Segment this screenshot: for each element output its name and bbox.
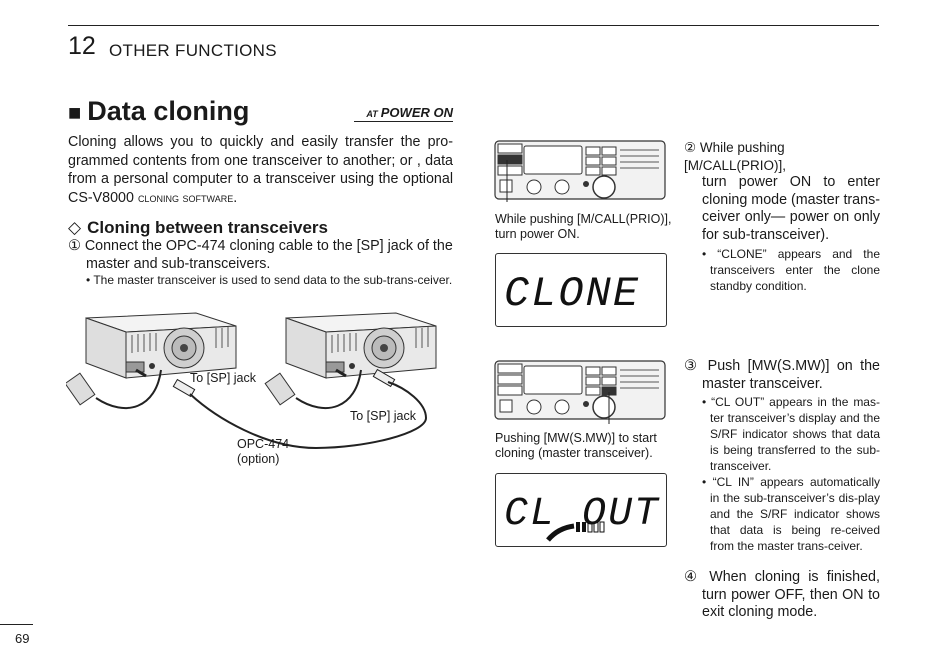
chapter-title: OTHER FUNCTIONS [109, 41, 277, 60]
figure1-caption-line2: turn power ON. [495, 227, 580, 241]
subsection-title: ◇ Cloning between transceivers [68, 218, 328, 238]
step2-bullet: “CLONE” appears and the transceivers ent… [710, 247, 880, 293]
sp-jack-label-1: To [SP] jack [190, 371, 256, 385]
section-title-text: Data cloning [87, 96, 250, 126]
step-3: ③ Push [MW(S.MW)] on the master transcei… [684, 358, 880, 553]
s-rf-indicator [546, 521, 605, 542]
transceiver-rear-2 [285, 312, 437, 379]
intro-software-name: cloning software [137, 189, 234, 205]
cable-option-label: (option) [237, 452, 280, 466]
svg-text:CL OUT: CL OUT [504, 492, 660, 537]
power-connector-2 [264, 372, 296, 406]
step3-bullet-2: “CL IN” appears automatically in the sub… [710, 475, 880, 553]
step4-text: When cloning is finished, turn power OFF… [702, 569, 880, 620]
step3-number: ③ [684, 358, 701, 374]
figure2-caption: Pushing [MW(S.MW)] to start cloning (mas… [495, 431, 657, 461]
opc-474-cable [172, 368, 428, 450]
badge-prefix: AT [366, 109, 378, 119]
clone-lcd-text: CLONE [504, 270, 640, 318]
step2-text: turn power ON to enter cloning mode (mas… [702, 174, 880, 243]
svg-text:CLONE: CLONE [504, 270, 640, 318]
intro-text: Cloning allows you to quickly and easily… [68, 134, 453, 206]
header-rule [68, 25, 879, 26]
step2-number: ② [684, 140, 697, 155]
chapter-number: 12 [68, 32, 96, 60]
figure2-caption-line2: cloning (master transceiver). [495, 446, 653, 460]
step3-bullet-1: “CL OUT” appears in the mas-ter transcei… [710, 395, 880, 473]
page-number: 69 [15, 631, 30, 646]
mcall-prio-key [497, 154, 523, 165]
cl-out-lcd: CL OUT [504, 492, 660, 542]
section-title: ■Data cloning [68, 96, 249, 127]
subsection-marker: ◇ [68, 218, 82, 237]
step4-number: ④ [684, 569, 702, 585]
figure2-caption-line1: Pushing [MW(S.MW)] to start [495, 431, 657, 445]
transceiver-front-1 [494, 140, 666, 202]
power-connector-1 [66, 372, 96, 406]
step-4: ④ When cloning is finished, turn power O… [684, 569, 880, 622]
step-2: ② While pushing [M/CALL(PRIO)], turn pow… [684, 140, 880, 293]
figure1-caption: While pushing [M/CALL(PRIO)], turn power… [495, 212, 671, 242]
figure1-caption-line1: While pushing [M/CALL(PRIO)], [495, 212, 672, 226]
cloning-cable-illustration [66, 312, 437, 450]
page-number-rule [0, 624, 33, 625]
intro-paragraph: Cloning allows you to quickly and easily… [68, 133, 453, 207]
cable-name-label: OPC-474 [237, 437, 290, 451]
step1-note: • The master transceiver is used to send… [86, 273, 453, 287]
step1-text: Connect the OPC-474 cloning cable to the… [84, 238, 453, 272]
step3-text: Push [MW(S.MW)] on the master transceive… [702, 358, 880, 392]
step2-line1: While pushing [M/CALL(PRIO)], [684, 140, 787, 173]
subsection-title-text: Cloning between transceivers [87, 218, 328, 237]
section-marker: ■ [68, 100, 82, 125]
step1-number: ① [68, 238, 81, 254]
badge-text: POWER ON [380, 105, 453, 120]
lcd-display-cl-out: CL OUT [495, 473, 667, 547]
transceiver-front-2 [494, 360, 666, 424]
step-1: ① Connect the OPC-474 cloning cable to t… [68, 237, 453, 273]
sp-jack-label-2: To [SP] jack [350, 409, 416, 423]
intro-end: . [233, 189, 238, 206]
transceiver-rear-1 [85, 312, 237, 379]
lcd-display-clone: CLONE [495, 253, 667, 327]
